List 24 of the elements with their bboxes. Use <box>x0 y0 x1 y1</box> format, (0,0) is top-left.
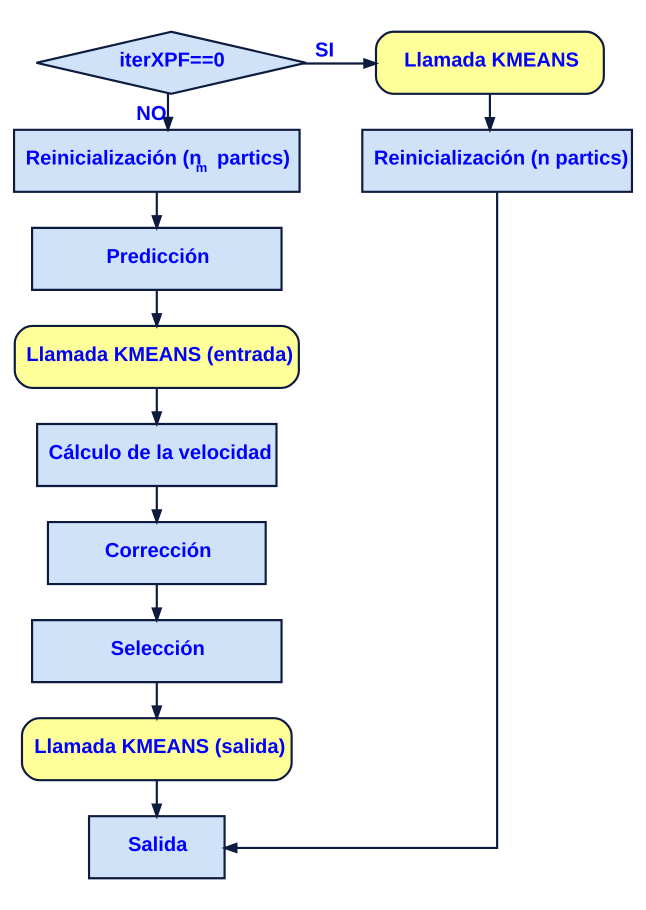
node-box: Selección <box>31 619 283 684</box>
node-box: Llamada KMEANS <box>374 30 605 95</box>
arrow <box>151 682 162 722</box>
arrow <box>151 584 162 624</box>
node-box: Llamada KMEANS (salida) <box>20 717 293 782</box>
node-box: Llamada KMEANS (entrada) <box>14 324 300 390</box>
node-box: Cálculo de la velocidad <box>36 422 278 488</box>
arrow <box>151 290 162 330</box>
arrow <box>151 486 162 526</box>
arrow <box>162 93 174 133</box>
arrow <box>151 780 162 820</box>
arrow <box>484 94 496 133</box>
arrow <box>303 58 380 70</box>
edge-label: NO <box>136 103 167 126</box>
arrow <box>151 192 162 231</box>
node-box: Predicción <box>31 226 283 291</box>
node-diamond: iterXPF==0 <box>35 30 308 95</box>
edge-label: SI <box>314 40 334 62</box>
node-box: Salida <box>88 815 226 880</box>
arrow <box>151 388 162 428</box>
arrow <box>222 192 498 854</box>
node-box: Corrección <box>46 520 267 586</box>
node-box: Reinicialización (n$_{m}$ partics) <box>12 128 301 193</box>
node-box: Reinicialización (n partics) <box>361 128 634 193</box>
